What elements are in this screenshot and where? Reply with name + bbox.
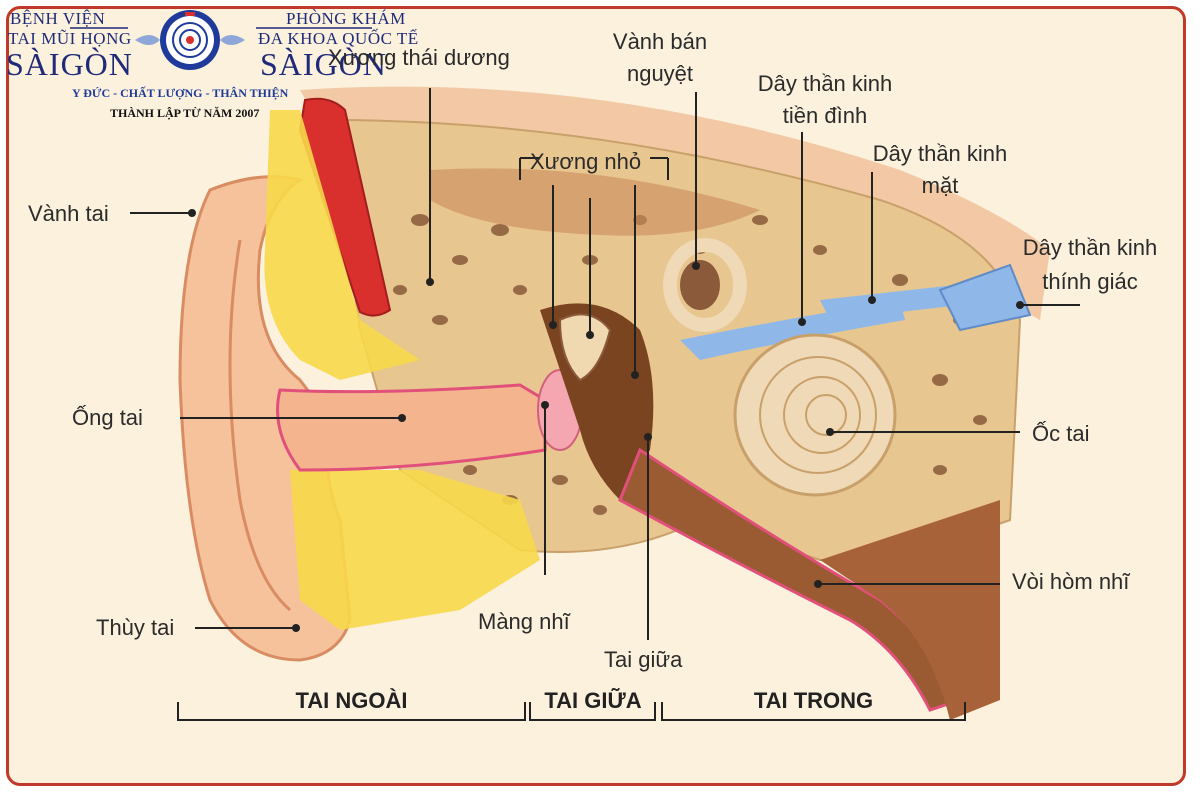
logo-right-line2: ĐA KHOA QUỐC TẾ xyxy=(258,29,419,48)
muscle xyxy=(298,97,392,317)
vestibule xyxy=(680,260,720,310)
ear-canal xyxy=(276,383,547,472)
leader-dots xyxy=(188,209,1024,632)
label-day-tien-dinh-1: Dây thần kinh xyxy=(757,71,893,96)
inner-chamber xyxy=(430,168,760,236)
section-brackets xyxy=(177,702,966,721)
lower-wedge xyxy=(820,500,1000,720)
section-tai-giua: TAI GIỮA xyxy=(544,688,642,713)
ossicles xyxy=(558,313,612,382)
semicircular-canals xyxy=(663,238,747,332)
label-thuy-tai: Thùy tai xyxy=(96,615,175,640)
eustachian-tube xyxy=(618,447,963,712)
label-xuong-thai-duong: Xương thái dương xyxy=(328,45,510,70)
label-day-mat-1: Dây thần kinh xyxy=(872,141,1008,166)
label-vanh-tai: Vành tai xyxy=(28,201,109,226)
fat-upper xyxy=(264,110,420,380)
logo-left-line1: BỆNH VIỆN xyxy=(10,9,106,28)
logo-left-name: SÀIGÒN xyxy=(6,46,133,82)
label-voi-hom-nhi: Vòi hòm nhĩ xyxy=(1012,569,1130,594)
label-tai-giua: Tai giữa xyxy=(604,647,683,672)
hospital-emblem xyxy=(135,10,245,70)
label-vanh-ban-nguyet-2: nguyệt xyxy=(626,61,694,86)
logo-tagline: Y ĐỨC - CHẤT LƯỢNG - THÂN THIỆN xyxy=(72,86,289,100)
leader-lines xyxy=(130,88,1080,640)
section-tai-trong: TAI TRONG xyxy=(753,688,874,713)
label-oc-tai: Ốc tai xyxy=(1032,421,1090,446)
logo-left-line2: TAI MŨI HỌNG xyxy=(8,29,132,48)
label-day-thinh-giac-2: thính giác xyxy=(1042,269,1138,294)
logo-right-line1: PHÒNG KHÁM xyxy=(286,9,406,28)
label-mang-nhi: Màng nhĩ xyxy=(478,609,570,634)
label-ong-tai: Ống tai xyxy=(72,405,143,430)
label-vanh-ban-nguyet-1: Vành bán xyxy=(612,29,708,54)
bone-pores xyxy=(393,214,987,515)
fat-lower xyxy=(290,470,540,630)
label-day-mat-2: mặt xyxy=(921,173,959,198)
auricle-fold xyxy=(228,239,291,612)
label-day-thinh-giac-1: Dây thần kinh xyxy=(1022,235,1158,260)
logo-right-name: SÀIGÒN xyxy=(260,46,387,82)
nerve-cochlear xyxy=(938,263,1032,332)
logo-since: THÀNH LẬP TỪ NĂM 2007 xyxy=(110,106,260,120)
label-day-tien-dinh-2: tiền đình xyxy=(782,103,868,128)
label-xuong-nho: Xương nhỏ xyxy=(530,149,642,174)
section-tai-ngoai: TAI NGOÀI xyxy=(295,688,408,713)
